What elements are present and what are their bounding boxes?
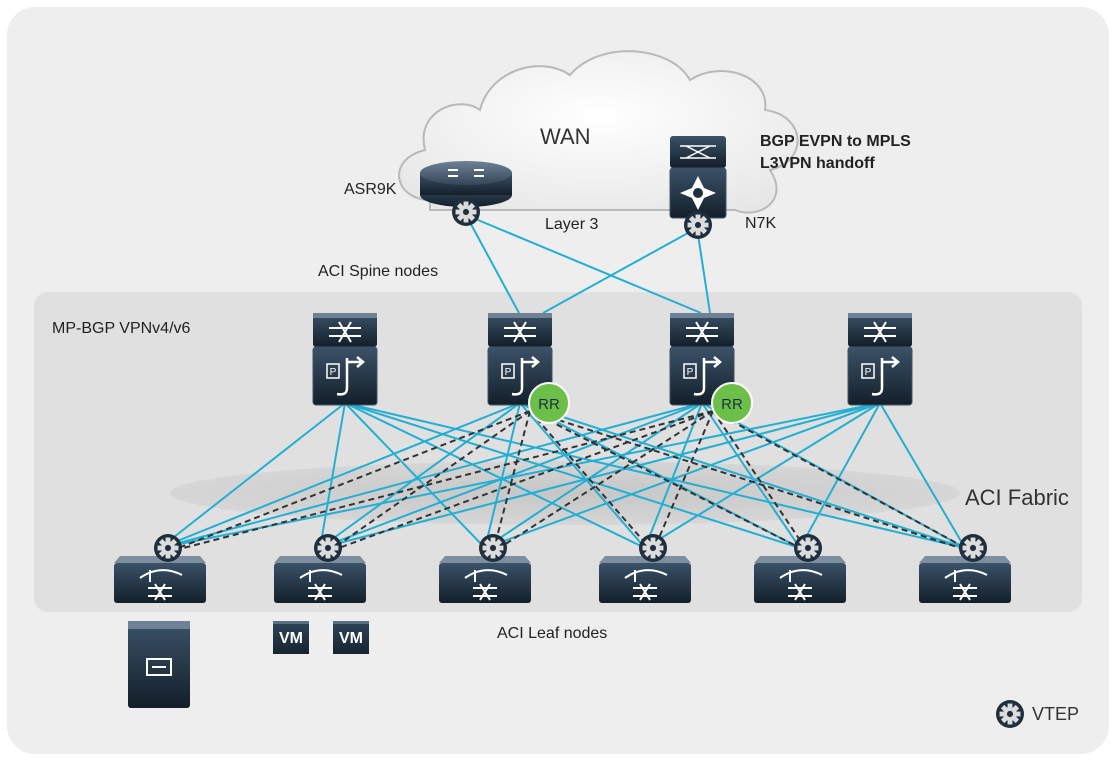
vm-icon-1: VM	[273, 621, 309, 654]
wan-links	[465, 214, 711, 314]
rr-session-2-l5	[712, 410, 809, 553]
fabric-ellipse	[170, 461, 960, 525]
fabric-link-s1-l4	[344, 402, 646, 549]
svg-text:P: P	[330, 367, 337, 378]
leaf-switch-6	[919, 556, 1011, 603]
rr-session-2-l3	[492, 410, 714, 553]
layer3-label: Layer 3	[545, 216, 599, 233]
rr-badge-1: RR	[528, 382, 570, 424]
mpbgp-label: MP-BGP VPNv4/v6	[52, 320, 191, 337]
fabric-link-s3-l4	[644, 402, 703, 549]
bare-metal-server	[128, 621, 190, 708]
svg-text:P: P	[865, 367, 872, 378]
vtep-icon-leaf-3	[479, 534, 507, 562]
fabric-link-s3-l3	[484, 402, 703, 549]
fabric-link-s3-l1	[159, 402, 703, 549]
wan-label: WAN	[540, 124, 591, 149]
vtep-legend-gear-icon	[996, 700, 1024, 728]
spine-switch-4: P	[847, 313, 913, 406]
leaf-switch-5	[754, 556, 846, 603]
fabric-links	[159, 402, 966, 549]
leaf-switch-4	[599, 556, 691, 603]
asr9k-label: ASR9K	[344, 181, 397, 198]
fabric-link-s1-l3	[344, 402, 486, 549]
handoff-label-line2: L3VPN handoff	[760, 155, 875, 172]
aci-fabric-label: ACI Fabric	[965, 485, 1069, 510]
svg-text:P: P	[687, 367, 694, 378]
fabric-link-s4-l4	[644, 402, 881, 549]
vtep-icons	[154, 198, 987, 562]
spine-nodes-label: ACI Spine nodes	[318, 263, 439, 280]
vtep-icon-leaf-2	[314, 534, 342, 562]
fabric-link-s4-l5	[799, 402, 881, 549]
leaf-switch-1	[114, 556, 206, 603]
rr-session-2-l4	[652, 410, 714, 553]
fabric-link-s4-l1	[159, 402, 881, 549]
asr9k-router	[420, 161, 512, 207]
vtep-icon-asr9k	[452, 198, 480, 226]
vtep-legend-icon	[996, 700, 1024, 728]
fabric-link-s3-l2	[319, 402, 703, 549]
fabric-link-s4-l3	[484, 402, 881, 549]
fabric-link-s4-l2	[319, 402, 881, 549]
vtep-icon-leaf-4	[639, 534, 667, 562]
rr-session-1-l5	[529, 410, 809, 553]
svg-text:P: P	[505, 367, 512, 378]
rr-sessions	[167, 410, 974, 553]
fabric-link-s2-l3	[484, 402, 521, 549]
spine-switch-1: P	[312, 313, 378, 406]
fabric-link-s4-l6	[879, 402, 966, 549]
rr-session-1-l3	[492, 410, 531, 553]
vtep-icon-leaf-5	[794, 534, 822, 562]
vm-icon-2: VM	[333, 621, 369, 654]
fabric-link-s3-l6	[701, 402, 966, 549]
rr-session-1-l1	[167, 410, 531, 553]
fabric-link-s1-l1	[159, 402, 346, 549]
rr-label-2: RR	[721, 396, 743, 413]
leaf-switch-3	[439, 556, 531, 603]
leaf-nodes-label: ACI Leaf nodes	[497, 625, 608, 642]
fabric-link-s2-l1	[159, 402, 521, 549]
fabric-link-s1-l5	[344, 402, 801, 549]
rr-label-1: RR	[538, 396, 560, 413]
rr-session-1-l4	[529, 410, 654, 553]
vtep-icon-leaf-6	[959, 534, 987, 562]
fabric-link-s2-l2	[319, 402, 521, 549]
rr-badge-2: RR	[711, 382, 753, 424]
fabric-link-s1-l2	[319, 402, 346, 549]
vtep-legend-label: VTEP	[1032, 704, 1080, 724]
handoff-label-line1: BGP EVPN to MPLS	[760, 133, 911, 150]
leaf-switch-2	[274, 556, 366, 603]
leaf-switches	[114, 556, 1011, 603]
rr-session-1-l2	[327, 410, 531, 553]
rr-session-2-l2	[327, 410, 714, 553]
vtep-icon-n7k	[684, 211, 712, 239]
rr-session-2-l1	[167, 410, 714, 553]
n7k-label: N7K	[745, 215, 777, 232]
n7k-switch	[669, 136, 727, 219]
fabric-link-s3-l5	[701, 402, 801, 549]
fabric-link-s2-l4	[519, 402, 646, 549]
fabric-link-s2-l6	[519, 402, 966, 549]
rr-session-1-l6	[529, 410, 974, 553]
vtep-icon-leaf-1	[154, 534, 182, 562]
